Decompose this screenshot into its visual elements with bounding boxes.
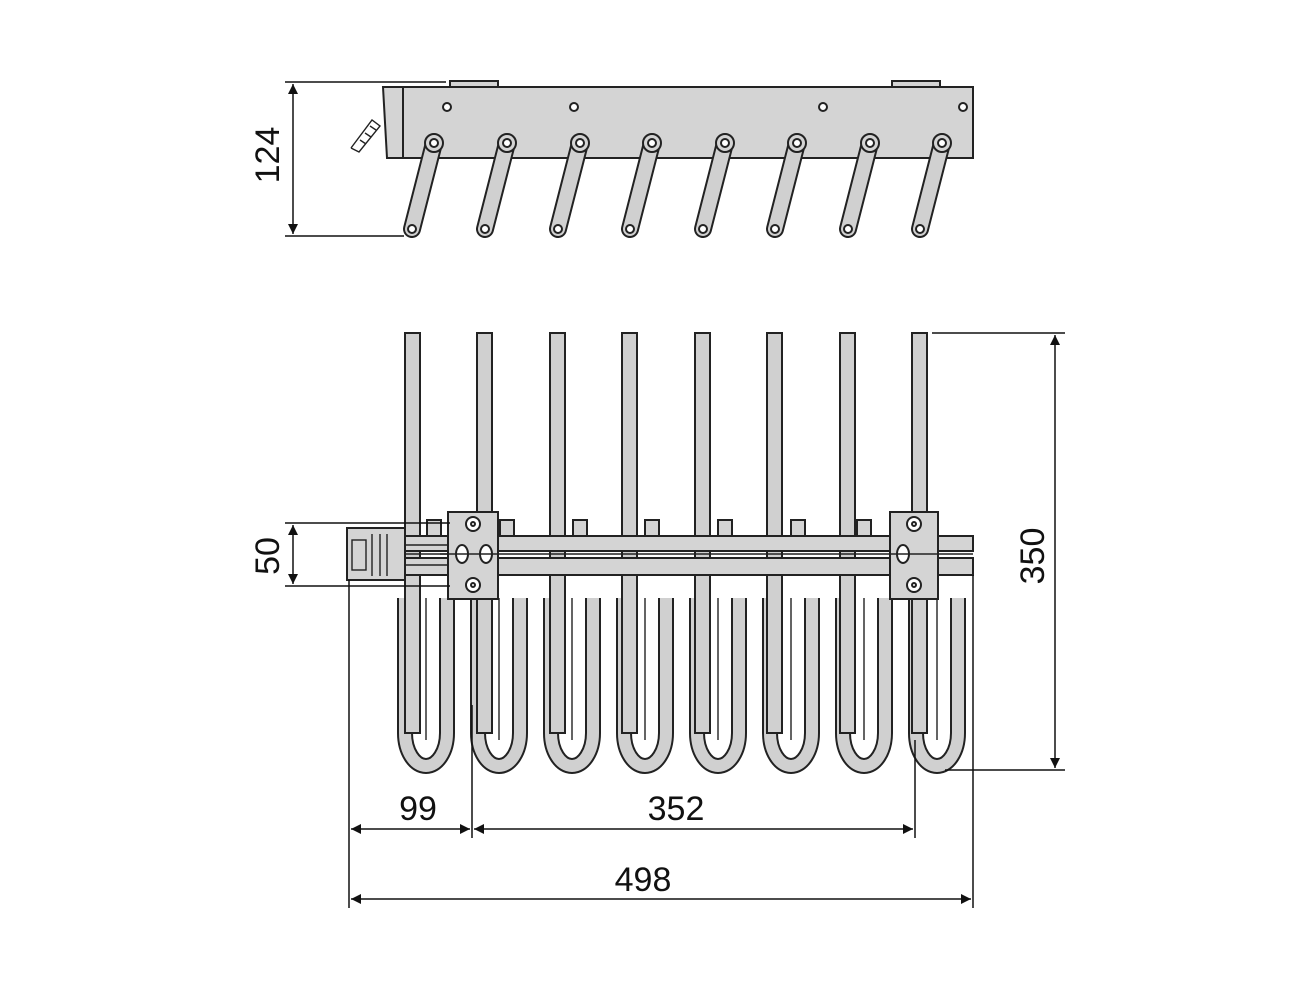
hanger-loop <box>543 332 601 774</box>
dimension-label-99: 99 <box>399 790 437 828</box>
side-view-handle <box>350 119 382 153</box>
hanger-pin <box>476 133 517 238</box>
dimension-350: 350 <box>932 332 1065 771</box>
dimension-50: 50 <box>249 522 450 587</box>
hanger-pin <box>403 133 444 238</box>
screw-hole <box>569 102 579 112</box>
dimension-label-50: 50 <box>249 537 287 575</box>
side-view-rail-body <box>402 86 974 159</box>
hanger-loops <box>397 332 966 774</box>
hanger-loop <box>762 332 820 774</box>
dimension-124: 124 <box>249 81 446 237</box>
dimension-label-352: 352 <box>648 790 705 828</box>
side-view <box>350 80 974 238</box>
hanger-pin <box>839 133 880 238</box>
hanger-loop <box>397 332 455 774</box>
dimension-label-498: 498 <box>615 861 672 899</box>
screw-hole <box>818 102 828 112</box>
hanger-pin <box>621 133 662 238</box>
side-view-hanger-pins <box>403 133 952 238</box>
hanger-pin <box>549 133 590 238</box>
dimension-label-350: 350 <box>1014 528 1052 585</box>
hanger-pin <box>911 133 952 238</box>
top-view <box>346 332 974 774</box>
dimension-label-124: 124 <box>249 127 287 184</box>
dimension-99-352: 99 352 <box>348 580 916 908</box>
screw-hole <box>442 102 452 112</box>
hanger-loop <box>835 332 893 774</box>
hanger-pin <box>766 133 807 238</box>
hanger-loop <box>616 332 674 774</box>
release-handle <box>346 527 450 581</box>
dimension-498: 498 <box>351 575 974 908</box>
mounting-bracket-left <box>440 511 499 600</box>
screw-hole <box>958 102 968 112</box>
side-view-screw-holes <box>442 102 968 112</box>
hanger-loop <box>689 332 747 774</box>
hanger-pin <box>694 133 735 238</box>
mounting-bracket-right <box>889 511 939 600</box>
side-view-end-plate <box>381 86 404 159</box>
